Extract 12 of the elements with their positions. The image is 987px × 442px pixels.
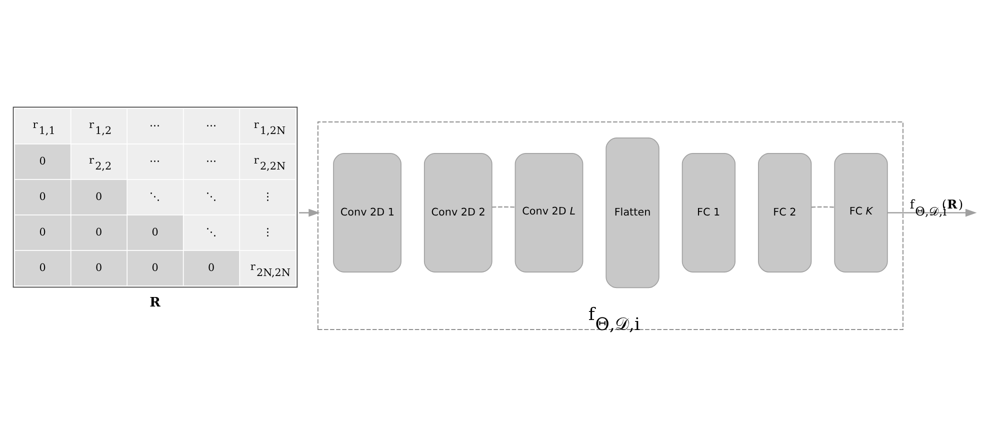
node-box: FC 1 [682, 153, 736, 272]
node-box: Flatten [606, 137, 660, 288]
node-box: FC 2 [758, 153, 812, 272]
connector [811, 206, 834, 208]
node-box: Conv 2D L [514, 153, 584, 272]
node-box: Conv 2D 2 [424, 153, 492, 272]
arrow [888, 208, 977, 217]
node-box: Conv 2D 1 [333, 153, 402, 272]
node-label: R [150, 296, 160, 311]
connector [492, 206, 516, 208]
arrow [299, 208, 320, 217]
node-box: FC K [834, 153, 888, 272]
